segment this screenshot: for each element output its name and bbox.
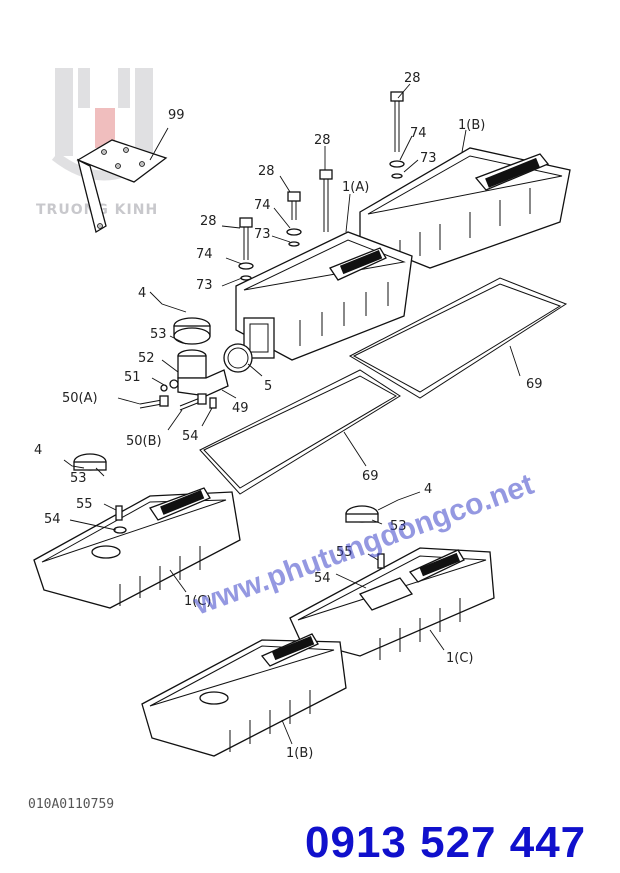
valve-cover-1c-right bbox=[289, 505, 495, 660]
label-55-a: 55 bbox=[76, 497, 93, 512]
label-69-b: 69 bbox=[362, 469, 379, 484]
label-50a: 50(A) bbox=[62, 391, 98, 406]
label-54-c: 54 bbox=[314, 571, 331, 586]
gasket-69-right bbox=[348, 277, 568, 399]
label-54-a: 54 bbox=[182, 429, 199, 444]
label-99: 99 bbox=[168, 108, 185, 123]
leader-lines bbox=[63, 83, 521, 745]
brand-logo bbox=[51, 68, 157, 181]
label-1a-a: 1(A) bbox=[342, 180, 369, 195]
label-55-b: 55 bbox=[336, 545, 353, 560]
label-4-a: 4 bbox=[138, 286, 146, 301]
part-labels: 99 28 74 73 1(B) 28 1(A) 28 74 73 28 74 … bbox=[34, 71, 543, 761]
label-5: 5 bbox=[264, 379, 272, 394]
label-73-c: 73 bbox=[196, 278, 213, 293]
label-28-d: 28 bbox=[200, 214, 217, 229]
valve-cover-1a bbox=[235, 231, 413, 361]
label-28-c: 28 bbox=[258, 164, 275, 179]
label-73-b: 73 bbox=[254, 227, 271, 242]
label-51: 51 bbox=[124, 370, 141, 385]
label-69-a: 69 bbox=[526, 377, 543, 392]
label-4-b: 4 bbox=[34, 443, 42, 458]
label-53-c: 53 bbox=[390, 519, 407, 534]
label-53-b: 53 bbox=[70, 471, 87, 486]
label-49: 49 bbox=[232, 401, 249, 416]
label-4-c: 4 bbox=[424, 482, 432, 497]
label-1c-left: 1(C) bbox=[184, 594, 212, 609]
label-28-a: 28 bbox=[404, 71, 421, 86]
label-74-b: 74 bbox=[254, 198, 271, 213]
label-74-a: 74 bbox=[410, 126, 427, 141]
valve-cover-1c-left bbox=[33, 453, 241, 609]
bracket-part-99 bbox=[76, 127, 169, 234]
label-52: 52 bbox=[138, 351, 155, 366]
label-50b: 50(B) bbox=[126, 434, 162, 449]
bolts-top bbox=[238, 91, 405, 281]
phone-number: 0913 527 447 bbox=[305, 818, 587, 867]
oil-filler-assembly bbox=[139, 317, 253, 411]
label-1b-top: 1(B) bbox=[458, 118, 485, 133]
label-1b-bottom: 1(B) bbox=[286, 746, 313, 761]
label-1c-right: 1(C) bbox=[446, 651, 474, 666]
label-53-a: 53 bbox=[150, 327, 167, 342]
document-code: 010A0110759 bbox=[28, 797, 114, 812]
label-28-b: 28 bbox=[314, 133, 331, 148]
label-54-b: 54 bbox=[44, 512, 61, 527]
label-74-c: 74 bbox=[196, 247, 213, 262]
valve-cover-1b-top bbox=[359, 147, 571, 269]
label-73-a: 73 bbox=[420, 151, 437, 166]
valve-cover-1b-bottom bbox=[141, 633, 347, 757]
gasket-69-left bbox=[199, 369, 401, 495]
